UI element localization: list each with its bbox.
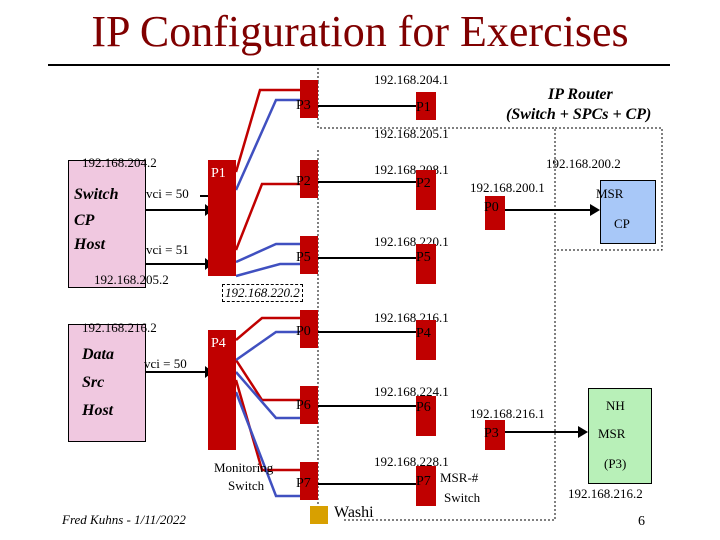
- port-box-p7-left[interactable]: [300, 462, 318, 500]
- port-p2-left: P2: [296, 174, 311, 189]
- port-p7-left: P7: [296, 476, 311, 491]
- page-title: IP Configuration for Exercises: [91, 7, 629, 56]
- switch-column-left-lower: [208, 330, 236, 450]
- port-box-p2-left[interactable]: [300, 160, 318, 198]
- port-box-p1-right[interactable]: [416, 92, 436, 120]
- university-logo-icon: [310, 506, 328, 524]
- nh-line2: MSR: [598, 426, 626, 441]
- ip-label-p7: 192.168.228.1: [374, 454, 449, 469]
- data-host-line1: Data: [82, 346, 114, 363]
- ip-label-p6: 192.168.224.1: [374, 384, 449, 399]
- nh-msr-box[interactable]: [588, 388, 652, 484]
- msr-switch-line2: Switch: [444, 490, 481, 505]
- cp-host-ip-bottom: 192.168.205.2: [94, 272, 169, 287]
- port-box-p2-right[interactable]: [416, 170, 436, 210]
- ip-label-p4: 192.168.216.1: [374, 310, 449, 325]
- cp-host-line2: CP: [74, 212, 95, 229]
- port-p5-left: P5: [296, 250, 311, 265]
- port-p0-right: P0: [484, 200, 499, 215]
- port-p1-left: P1: [211, 166, 226, 181]
- monitoring-line1: Monitoring: [214, 460, 274, 475]
- switch-cp-host-box[interactable]: [68, 160, 146, 288]
- msr-cp-line2: CP: [614, 216, 630, 231]
- msr-cp-box[interactable]: [600, 180, 656, 244]
- switch-column-left: [208, 160, 236, 276]
- msr-cp-line1: MSR: [596, 186, 624, 201]
- port-p4-left: P4: [211, 336, 226, 351]
- ip-label-p1-204: 192.168.204.1: [374, 72, 449, 87]
- cp-host-line3: Host: [74, 236, 106, 253]
- page-number: 6: [638, 514, 645, 529]
- nh-line3: (P3): [604, 456, 627, 471]
- data-src-host-box[interactable]: [68, 324, 146, 442]
- port-p7-right: P7: [416, 474, 431, 489]
- ip-label-p5: 192.168.220.1: [374, 234, 449, 249]
- port-box-p7-right[interactable]: [416, 466, 436, 506]
- cp-host-line1: Switch: [74, 186, 119, 203]
- port-box-p5-right[interactable]: [416, 244, 436, 284]
- ip-label-msr: 192.168.200.2: [546, 156, 621, 171]
- port-box-p5-left[interactable]: [300, 236, 318, 274]
- port-p6-right: P6: [416, 400, 431, 415]
- ip-label-p2: 192.168.208.1: [374, 162, 449, 177]
- port-box-p6-right[interactable]: [416, 396, 436, 436]
- port-p4-right: P4: [416, 326, 431, 341]
- port-p2-right: P2: [416, 176, 431, 191]
- port-box-p0-right[interactable]: [485, 196, 505, 230]
- cp-host-vci2: vci = 51: [146, 242, 189, 257]
- port-p3: P3: [296, 98, 311, 113]
- data-host-line2: Src: [82, 374, 105, 391]
- port-box-p6-left[interactable]: [300, 386, 318, 424]
- port-box-p0-left[interactable]: [300, 310, 318, 348]
- nh-line1: NH: [606, 398, 625, 413]
- router-title: IP Router: [548, 86, 613, 103]
- port-p1-right: P1: [416, 100, 431, 115]
- footer-author: Fred Kuhns - 1/11/2022: [62, 512, 186, 527]
- port-box-p3-right[interactable]: [485, 420, 505, 450]
- cp-host-vci1: vci = 50: [146, 186, 189, 201]
- data-host-ip-top: 192.168.216.2: [82, 320, 157, 335]
- port-p0-left: P0: [296, 324, 311, 339]
- data-host-vci: vci = 50: [144, 356, 187, 371]
- inner-ip-label: 192.168.220.2: [222, 284, 303, 302]
- monitoring-line2: Switch: [228, 478, 265, 493]
- msr-switch-line1: MSR-#: [440, 470, 479, 485]
- port-box-p4-right[interactable]: [416, 320, 436, 360]
- footer-logo-text: Washi: [334, 504, 374, 521]
- port-p6-left: P6: [296, 398, 311, 413]
- ip-label-nh: 192.168.216.2: [568, 486, 643, 501]
- ip-label-p0: 192.168.200.1: [470, 180, 545, 195]
- port-p3-right: P3: [484, 426, 499, 441]
- port-box-p3[interactable]: [300, 80, 318, 118]
- router-subtitle: (Switch + SPCs + CP): [506, 106, 652, 123]
- port-p5-right: P5: [416, 250, 431, 265]
- title-underline: [48, 64, 670, 66]
- cp-host-ip-top: 192.168.204.2: [82, 155, 157, 170]
- data-host-line3: Host: [82, 402, 114, 419]
- ip-label-p3: 192.168.216.1: [470, 406, 545, 421]
- ip-label-p1-205: 192.168.205.1: [374, 126, 449, 141]
